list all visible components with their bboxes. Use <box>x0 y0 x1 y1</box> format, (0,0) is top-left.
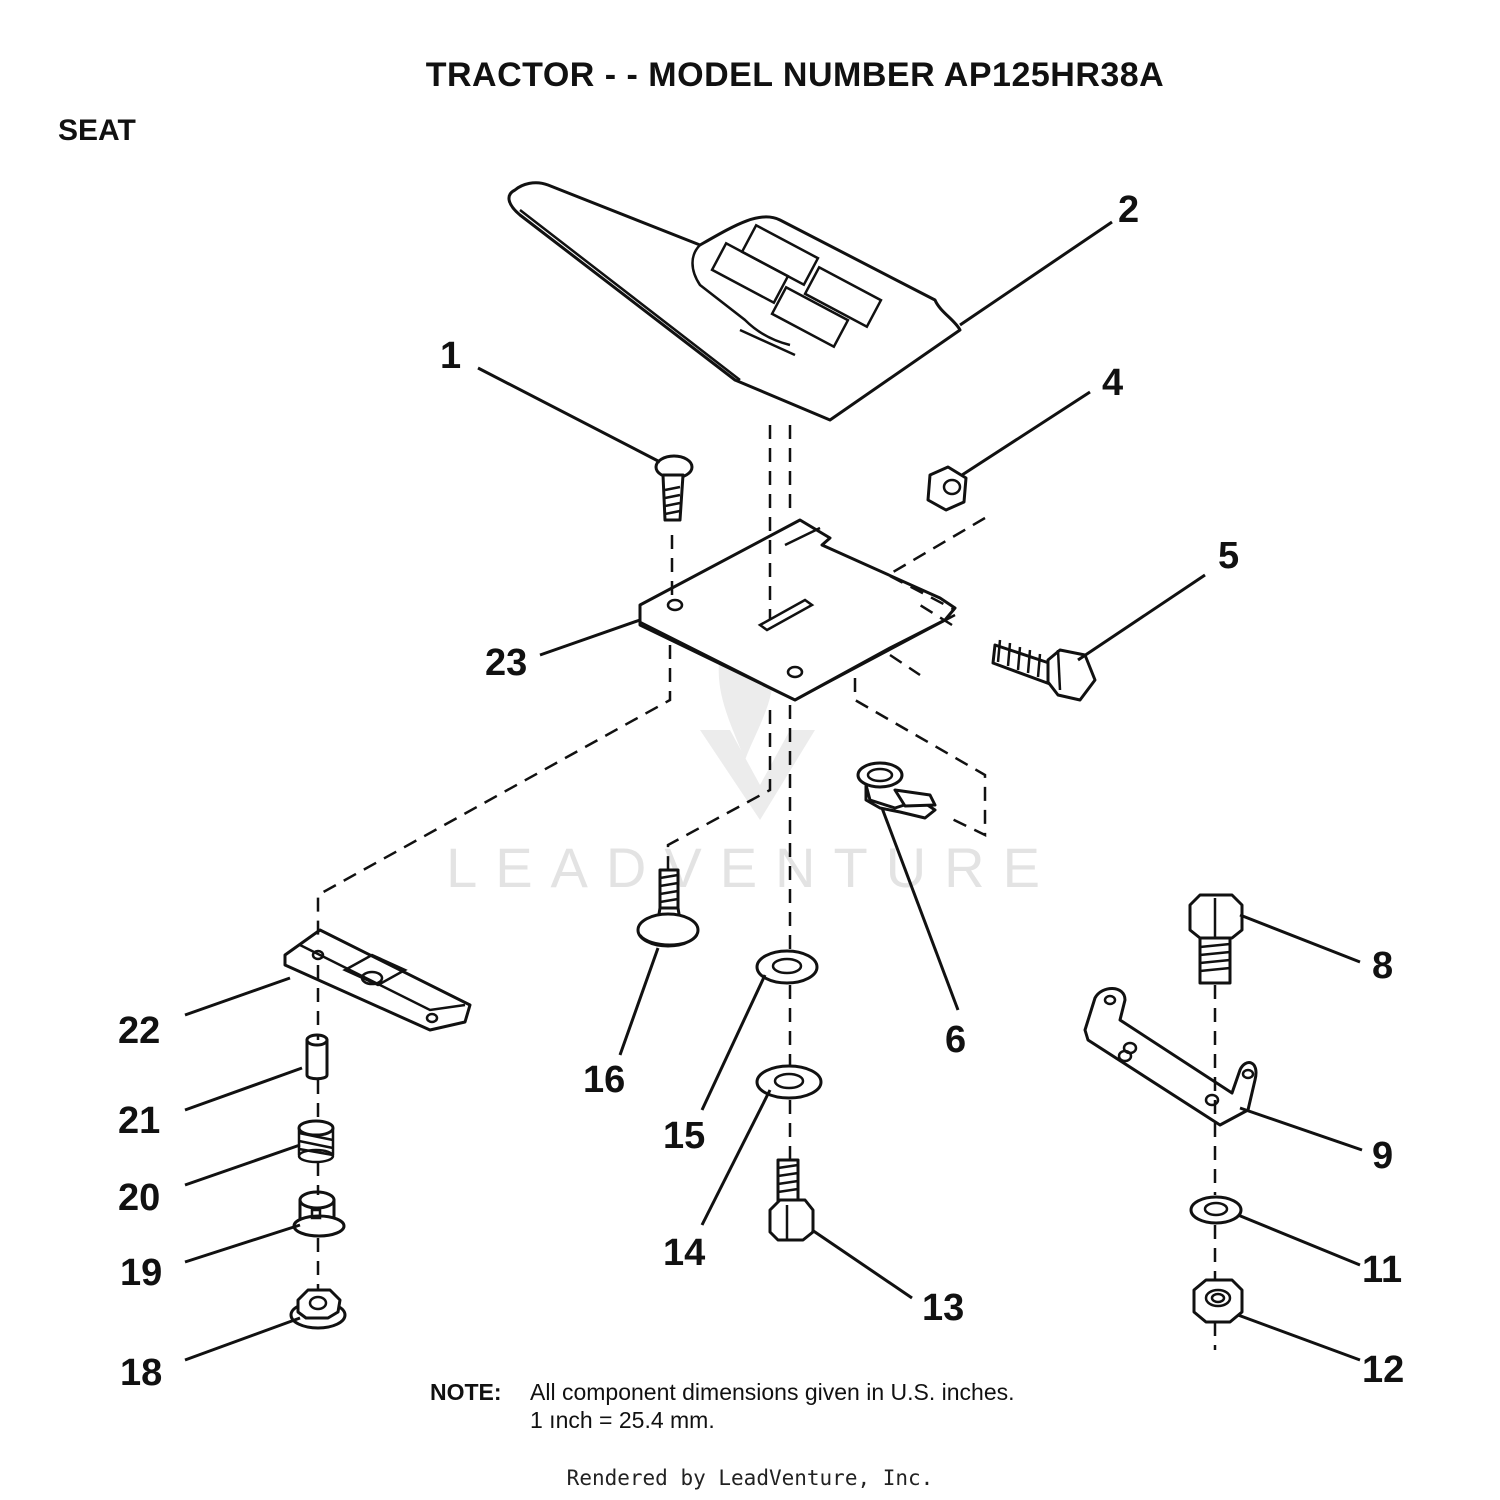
callout-8: 8 <box>1372 945 1393 987</box>
callout-13: 13 <box>922 1287 964 1329</box>
pin-part <box>305 1033 329 1081</box>
callout-2: 2 <box>1118 189 1139 231</box>
footer-credit: Rendered by LeadVenture, Inc. <box>566 1466 934 1490</box>
callout-20: 20 <box>118 1177 160 1219</box>
page-title: TRACTOR - - MODEL NUMBER AP125HR38A <box>425 56 1165 94</box>
carriage-bolt-part <box>654 454 694 522</box>
callout-5: 5 <box>1218 535 1239 577</box>
hex-bolt-13-part <box>768 1158 815 1242</box>
callout-16: 16 <box>583 1059 625 1101</box>
callout-6: 6 <box>945 1019 966 1061</box>
callout-22: 22 <box>118 1010 160 1052</box>
note-line-1: All component dimensions given in U.S. i… <box>530 1379 1015 1405</box>
knob-part <box>292 1190 346 1238</box>
callout-14: 14 <box>663 1232 705 1274</box>
note-label: NOTE: <box>430 1379 502 1405</box>
hex-bolt-8-part <box>1188 893 1244 985</box>
washer-15-part <box>755 949 819 985</box>
seat-pan-part <box>638 518 957 702</box>
bracket-part <box>1083 987 1258 1127</box>
callout-19: 19 <box>120 1252 162 1294</box>
washer-14-part <box>755 1064 823 1100</box>
seat-part <box>507 181 962 422</box>
clip-part <box>856 761 937 820</box>
note-line-2: 1 ınch = 25.4 mm. <box>530 1407 715 1433</box>
slide-rail-part <box>283 928 472 1032</box>
assembly-lines <box>316 425 1217 1350</box>
watermark-text: LEADVENTURE <box>446 836 1058 899</box>
callout-23: 23 <box>485 642 527 684</box>
dimension-note: NOTE: All component dimensions given in U… <box>430 1378 1015 1434</box>
callout-numbers: 1 2 4 5 6 8 9 11 12 13 14 15 16 18 19 20… <box>118 189 1404 1394</box>
callout-9: 9 <box>1372 1135 1393 1177</box>
leadventure-watermark: LEADVENTURE <box>446 620 1058 899</box>
nut-part <box>926 465 968 512</box>
callout-18: 18 <box>120 1352 162 1394</box>
leader-lines <box>184 220 1363 1362</box>
callout-11: 11 <box>1362 1249 1402 1291</box>
callout-21: 21 <box>118 1100 160 1142</box>
section-label: SEAT <box>58 114 136 147</box>
flange-nut-18-part <box>289 1288 347 1330</box>
callout-12: 12 <box>1362 1349 1404 1391</box>
callout-15: 15 <box>663 1115 705 1157</box>
washer-11-part <box>1189 1195 1243 1225</box>
lock-nut-12-part <box>1192 1278 1244 1324</box>
callout-1: 1 <box>440 335 461 377</box>
callout-4: 4 <box>1102 362 1123 404</box>
spring-part <box>297 1119 335 1164</box>
shoulder-bolt-part <box>991 639 1097 702</box>
